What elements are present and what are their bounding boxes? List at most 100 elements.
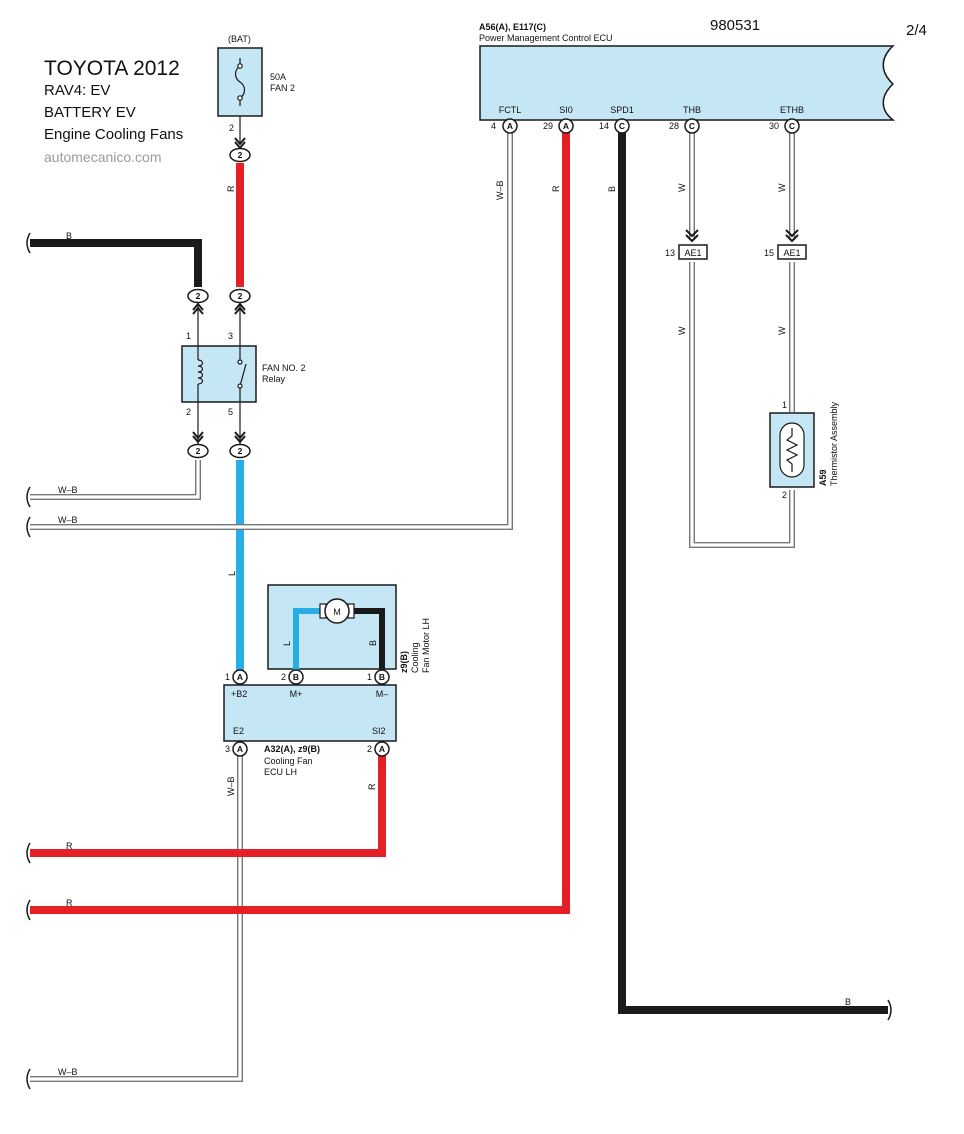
relay-top-arrow-icons <box>192 302 246 315</box>
label-wire-w-loop-right: W <box>777 326 787 335</box>
relay-box <box>181 345 257 403</box>
relay-pin-switch-top: 3 <box>228 331 233 341</box>
wire-w-thermistor-return <box>689 262 795 548</box>
wire-red-si2 <box>30 756 386 857</box>
relay-connector-top-left-label: 2 <box>196 291 201 301</box>
thermistor-designator: A59 <box>818 469 828 486</box>
label-wire-r-left2: R <box>66 898 73 908</box>
page-number: 2/4 <box>906 22 927 39</box>
relay-name-line1: FAN NO. 2 <box>262 363 306 373</box>
fan-ecu-box <box>223 684 397 742</box>
fuse-connector-oval <box>229 147 251 163</box>
fan-motor-wire-b <box>352 608 385 671</box>
ecu-terminal-fctl-circle <box>502 118 518 134</box>
thermistor-capsule <box>779 422 805 478</box>
thermistor-pin-bottom: 2 <box>782 490 787 500</box>
ecu-terminal-fctl-pin: 4 <box>491 121 496 131</box>
fan-ecu-terminal-e2-name: E2 <box>233 726 244 736</box>
fan-ecu-terminal-e2: E2 3 A <box>225 726 248 757</box>
ecu-terminal-fctl-name: FCTL <box>499 105 522 115</box>
ecu-terminal-thb-pin: 28 <box>669 121 679 131</box>
relay-coil-icon <box>197 346 204 402</box>
wire-red-si0 <box>30 133 570 914</box>
label-wire-r-left1: R <box>66 841 73 851</box>
motor-icon: M <box>319 598 355 624</box>
fan-motor-wire-l <box>293 608 322 671</box>
label-wire-l-blue: L <box>227 571 237 576</box>
ecu-box <box>479 45 896 121</box>
wire-black-spd1 <box>618 133 888 1014</box>
wire-wb-relay-ground <box>30 460 201 500</box>
ecu-terminal-ethb-pin: 30 <box>769 121 779 131</box>
ecu-terminal-spd1-pin: 14 <box>599 121 609 131</box>
relay-bottom-arrow-icons <box>192 431 246 444</box>
fan-ecu-terminal-mminus: 1 B M– <box>367 669 390 699</box>
fan-ecu-terminal-mplus-name: M+ <box>290 689 303 699</box>
wire-wb-relay-ground-core <box>30 460 200 499</box>
ecu-terminal-thb-name: THB <box>683 105 701 115</box>
fan-ecu-terminal-b2-pin: 1 <box>225 672 230 682</box>
relay-connector-bottom-right-label: 2 <box>238 446 243 456</box>
label-wire-r-si2: R <box>367 783 377 790</box>
wire-wb-fctl <box>30 133 513 530</box>
title-system: BATTERY EV <box>44 104 136 121</box>
wire-wb-fanecu-e2-core <box>30 756 242 1081</box>
ecu-terminal-thb: THB 28 C <box>669 105 701 134</box>
ecu-terminal-si0-circle <box>558 118 574 134</box>
fan-ecu-terminal-mplus-pin: 2 <box>281 672 286 682</box>
ecu-terminal-ethb-connector: C <box>789 121 795 131</box>
ecu-terminal-si0-name: SI0 <box>559 105 573 115</box>
fuse-rating: 50A <box>270 72 286 82</box>
label-wire-wb-relay: W–B <box>58 485 78 495</box>
relay-pin-coil-bottom: 2 <box>186 407 191 417</box>
fan-ecu-terminal-b2-name: +B2 <box>231 689 247 699</box>
label-wire-b-top: B <box>66 231 72 241</box>
label-wire-b-motor: B <box>368 640 378 646</box>
relay-pin-coil-top: 1 <box>186 331 191 341</box>
label-wire-r-si0: R <box>551 185 561 192</box>
wire-wb-fanecu-e2 <box>30 756 243 1082</box>
fan-motor-name-line2: Fan Motor LH <box>421 618 431 673</box>
label-wire-w-thb: W <box>677 183 687 192</box>
ecu-terminal-thb-circle <box>684 118 700 134</box>
junction-box-right <box>777 244 807 260</box>
junction-pin-right: 15 <box>764 248 774 258</box>
fan-ecu-terminal-mminus-pin: 1 <box>367 672 372 682</box>
ecu-terminal-ethb-circle <box>784 118 800 134</box>
junction-label-right: AE1 <box>783 248 800 258</box>
fuse-connector-label: 2 <box>238 150 243 160</box>
fan-ecu-terminal-e2-pin: 3 <box>225 744 230 754</box>
fan-ecu-designator: A32(A), z9(B) <box>264 744 320 754</box>
fan-ecu-terminal-mplus: 2 B M+ <box>281 669 304 699</box>
ecu-terminal-si0: SI0 29 A <box>543 105 574 134</box>
wire-black-top-left <box>30 239 202 287</box>
relay-name-line2: Relay <box>262 374 286 384</box>
fan-ecu-terminal-si2-connector: A <box>379 744 385 754</box>
fan-ecu-name-line1: Cooling Fan <box>264 756 313 766</box>
fuse-source-label: (BAT) <box>228 34 251 44</box>
fan-ecu-terminal-b2-circle <box>232 669 248 685</box>
ecu-terminal-ethb-name: ETHB <box>780 105 804 115</box>
fan-ecu-terminal-si2-name: SI2 <box>372 726 386 736</box>
junction-pin-left: 13 <box>665 248 675 258</box>
label-wire-wb-fctl: W–B <box>58 515 78 525</box>
fan-ecu-terminal-b2: 1 A +B2 <box>225 669 248 699</box>
ecu-designator: A56(A), E117(C) <box>479 22 546 32</box>
thermistor-resistor-icon <box>785 428 799 472</box>
ecu-terminal-thb-connector: C <box>689 121 695 131</box>
label-wire-wb-bottom: W–B <box>58 1067 78 1077</box>
wire-end-marks <box>26 232 892 1090</box>
label-wire-wb-e2: W–B <box>226 776 236 796</box>
label-wire-w-ethb: W <box>777 183 787 192</box>
relay-connector-top-right-label: 2 <box>238 291 243 301</box>
ecu-terminal-si0-pin: 29 <box>543 121 553 131</box>
ecu-terminal-spd1-name: SPD1 <box>610 105 634 115</box>
fan-ecu-terminal-mminus-connector: B <box>379 672 385 682</box>
fan-motor-box <box>267 584 397 670</box>
thermistor-pin-top: 1 <box>782 400 787 410</box>
title-make-year: TOYOTA 2012 <box>44 57 180 80</box>
fan-ecu-terminal-mplus-circle <box>288 669 304 685</box>
label-wire-r-fuse: R <box>226 185 236 192</box>
ecu-terminal-spd1-circle <box>614 118 630 134</box>
